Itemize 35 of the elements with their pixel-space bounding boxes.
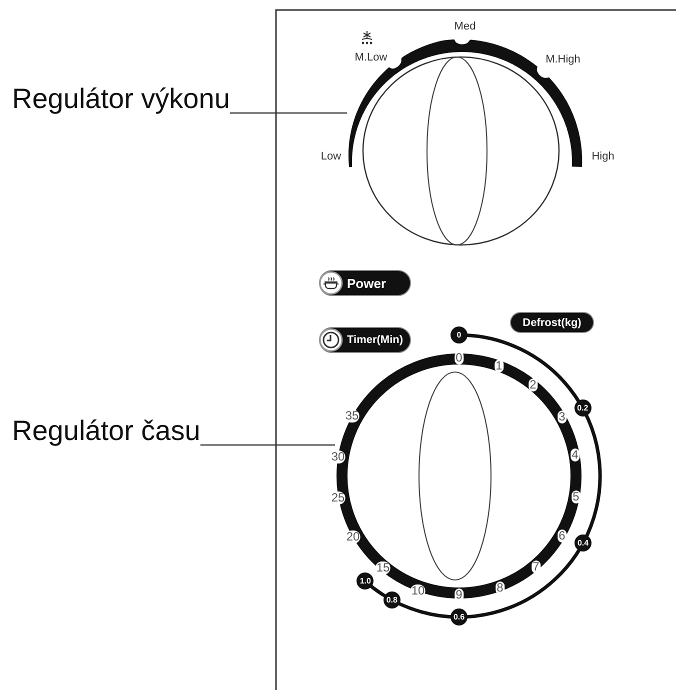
dial-number: 7 [532, 560, 540, 574]
dial-number: 2 [528, 378, 538, 392]
dial-number: 1 [494, 360, 504, 372]
dial-number: 8 [496, 582, 504, 594]
dial-label: Med [454, 20, 476, 34]
defrost-marker: 1.0 [356, 572, 374, 590]
defrost-marker: 0.4 [574, 534, 592, 552]
defrost-marker: 0.6 [450, 608, 468, 626]
defrost-marker: 0.8 [383, 592, 400, 609]
control-label: Power [347, 276, 386, 290]
dial-number: 20 [345, 530, 361, 544]
defrost-marker: 0 [450, 326, 468, 344]
dial-label: High [592, 150, 614, 164]
dial-label: Low [320, 150, 342, 164]
label-badge: Defrost(kg) [510, 312, 594, 333]
dial-number: 0 [454, 352, 464, 364]
dial-number: 4 [570, 448, 580, 462]
dial-number: 6 [558, 530, 566, 542]
dial-number: 35 [344, 410, 360, 422]
control-knob [347, 37, 585, 248]
defrost-marker: 0.2 [574, 400, 592, 417]
leader-line [230, 112, 347, 114]
dial-label: M.Low [354, 52, 388, 64]
label-badge [319, 270, 411, 296]
leader-line [200, 444, 335, 446]
callout-text: Regulátor výkonu [12, 82, 230, 116]
control-label: Timer(Min) [347, 334, 404, 346]
label-badge [319, 327, 411, 353]
dial-label: M.High [546, 54, 580, 66]
dial-number: 30 [330, 450, 346, 464]
callout-text: Regulátor času [12, 414, 200, 448]
dial-number: 3 [558, 410, 566, 424]
dial-number: 9 [454, 588, 464, 602]
dial-number: 5 [572, 490, 580, 504]
dial-number: 25 [330, 492, 346, 504]
